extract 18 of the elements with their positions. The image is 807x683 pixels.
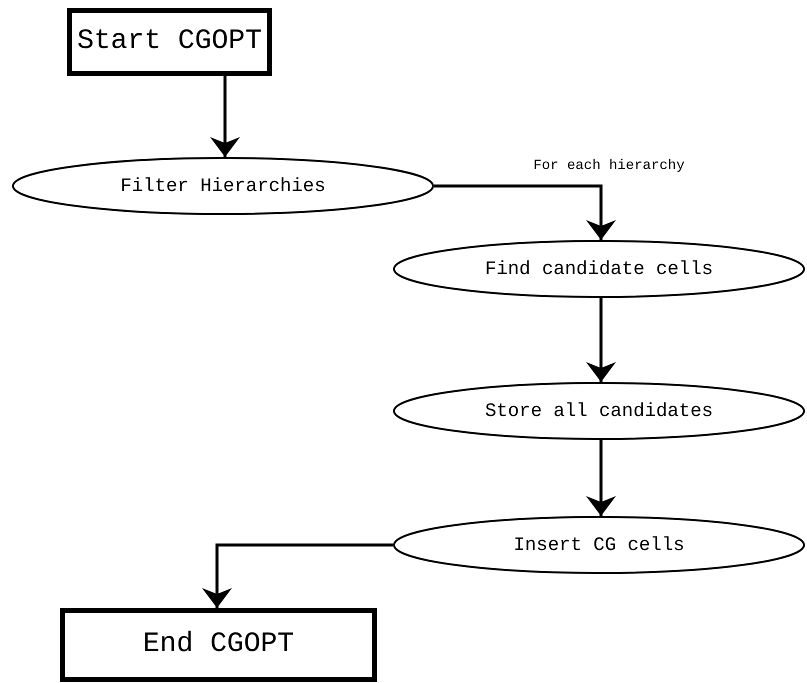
node-label: End CGOPT <box>142 628 294 662</box>
arrow <box>586 298 616 382</box>
node-label: Find candidate cells <box>484 256 714 282</box>
process-ellipse <box>12 157 434 215</box>
edge-label: For each hierarchy <box>533 159 685 173</box>
arrow <box>210 76 240 157</box>
process-ellipse <box>393 516 805 574</box>
arrow <box>202 544 393 608</box>
process-ellipse <box>393 240 805 298</box>
terminal-box <box>60 608 377 682</box>
arrow <box>434 184 616 240</box>
terminal-box <box>67 8 272 76</box>
arrow <box>586 440 616 516</box>
node-label: Start CGOPT <box>77 25 262 59</box>
node-label: Store all candidates <box>484 398 714 424</box>
process-ellipse <box>393 382 805 440</box>
node-label: Filter Hierarchies <box>120 174 326 199</box>
node-label: Insert CG cells <box>513 532 685 558</box>
